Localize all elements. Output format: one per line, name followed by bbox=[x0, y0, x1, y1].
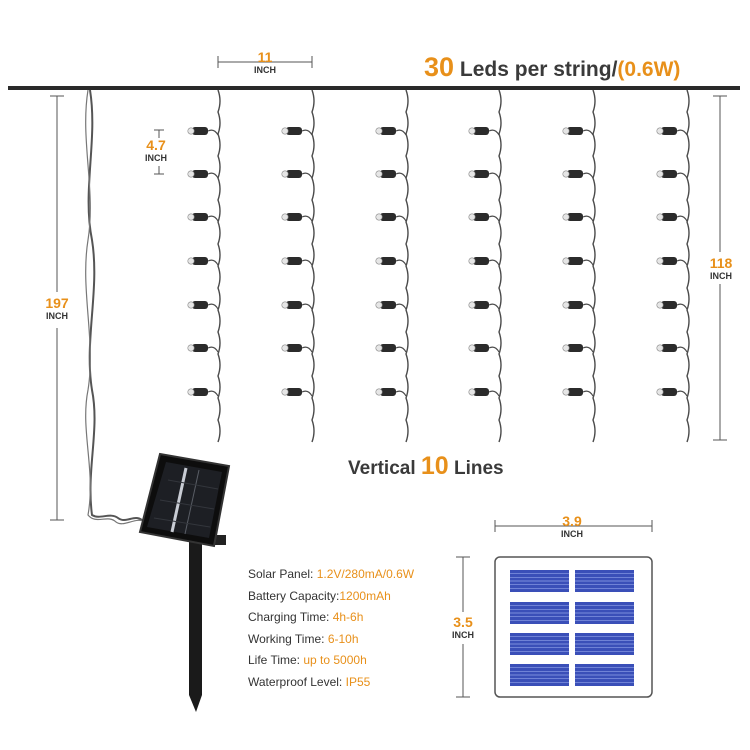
solar-panel-detail bbox=[494, 556, 653, 698]
dim-panel-height bbox=[456, 556, 470, 698]
spec-working-time: Working Time: 6-10h bbox=[248, 631, 359, 646]
title: 30 Leds per string/(0.6W) bbox=[424, 52, 681, 82]
led-bulb-icon bbox=[468, 388, 500, 397]
led-bulb-icon bbox=[656, 127, 688, 136]
led-bulb-icon bbox=[468, 301, 500, 310]
led-string bbox=[656, 89, 690, 443]
led-bulb-icon bbox=[375, 127, 407, 136]
led-string bbox=[375, 89, 409, 443]
spec-list: Solar Panel: 1.2V/280mA/0.6W Battery Cap… bbox=[248, 567, 414, 696]
vertical-lines-caption: Vertical 10 Lines bbox=[348, 452, 504, 480]
led-bulb-icon bbox=[375, 170, 407, 179]
solar-cell bbox=[510, 633, 569, 655]
led-bulb-icon bbox=[562, 127, 594, 136]
spec-battery: Battery Capacity:1200mAh bbox=[248, 588, 391, 603]
led-bulb-icon bbox=[468, 257, 500, 266]
solar-cell bbox=[575, 570, 634, 592]
spec-charging-time: Charging Time: 4h-6h bbox=[248, 610, 364, 624]
led-bulb-icon bbox=[562, 213, 594, 222]
lead-wire-twist bbox=[85, 89, 147, 525]
dim-panel-width bbox=[494, 520, 653, 532]
led-bulb-icon bbox=[187, 344, 219, 353]
led-bulb-icon bbox=[468, 127, 500, 136]
led-bulb-icon bbox=[656, 301, 688, 310]
led-bulb-icon bbox=[187, 213, 219, 222]
led-bulb-icon bbox=[656, 170, 688, 179]
led-bulb-icon bbox=[187, 127, 219, 136]
label-panel-height: 3.5 INCH bbox=[452, 614, 474, 640]
led-bulb-icon bbox=[281, 213, 313, 222]
label-total-drop: 197 INCH bbox=[45, 295, 69, 321]
led-bulb-icon bbox=[562, 257, 594, 266]
dim-spacing bbox=[217, 56, 313, 68]
led-bulb-icon bbox=[187, 388, 219, 397]
led-bulb-icon bbox=[375, 388, 407, 397]
led-strings bbox=[187, 89, 690, 443]
led-bulb-icon bbox=[656, 388, 688, 397]
solar-cell bbox=[510, 664, 569, 686]
led-bulb-icon bbox=[281, 257, 313, 266]
led-bulb-icon bbox=[562, 344, 594, 353]
label-string-length: 118 INCH bbox=[709, 255, 733, 281]
led-bulb-icon bbox=[468, 213, 500, 222]
led-bulb-icon bbox=[281, 170, 313, 179]
led-string bbox=[281, 89, 315, 443]
spec-life-time: Life Time: up to 5000h bbox=[248, 653, 367, 667]
solar-cell bbox=[510, 602, 569, 624]
led-bulb-icon bbox=[562, 388, 594, 397]
dim-led-gap bbox=[154, 129, 164, 175]
lead-wire bbox=[87, 89, 143, 521]
led-bulb-icon bbox=[468, 170, 500, 179]
led-bulb-icon bbox=[375, 344, 407, 353]
led-bulb-icon bbox=[656, 344, 688, 353]
led-bulb-icon bbox=[468, 344, 500, 353]
led-bulb-icon bbox=[656, 257, 688, 266]
spec-waterproof: Waterproof Level: IP55 bbox=[248, 674, 371, 689]
led-bulb-icon bbox=[281, 127, 313, 136]
spec-solar-panel: Solar Panel: 1.2V/280mA/0.6W bbox=[248, 567, 415, 581]
led-bulb-icon bbox=[281, 388, 313, 397]
led-bulb-icon bbox=[281, 344, 313, 353]
led-string bbox=[562, 89, 596, 443]
solar-cell bbox=[510, 570, 569, 592]
led-string bbox=[468, 89, 502, 443]
led-bulb-icon bbox=[375, 301, 407, 310]
label-panel-width: 3.9 INCH bbox=[561, 513, 583, 539]
led-bulb-icon bbox=[187, 170, 219, 179]
solar-cell bbox=[575, 633, 634, 655]
led-string bbox=[187, 89, 221, 443]
led-bulb-icon bbox=[187, 301, 219, 310]
led-bulb-icon bbox=[375, 213, 407, 222]
solar-cell bbox=[575, 664, 634, 686]
led-bulb-icon bbox=[187, 257, 219, 266]
solar-panel-icon bbox=[138, 452, 231, 712]
led-bulb-icon bbox=[375, 257, 407, 266]
dim-string-length bbox=[713, 95, 727, 441]
label-led-gap: 4.7 INCH bbox=[145, 137, 167, 163]
led-bulb-icon bbox=[562, 301, 594, 310]
dim-total-drop bbox=[50, 95, 64, 521]
led-bulb-icon bbox=[656, 213, 688, 222]
led-bulb-icon bbox=[281, 301, 313, 310]
solar-cell bbox=[575, 602, 634, 624]
label-spacing: 11 INCH bbox=[254, 49, 276, 75]
led-bulb-icon bbox=[562, 170, 594, 179]
